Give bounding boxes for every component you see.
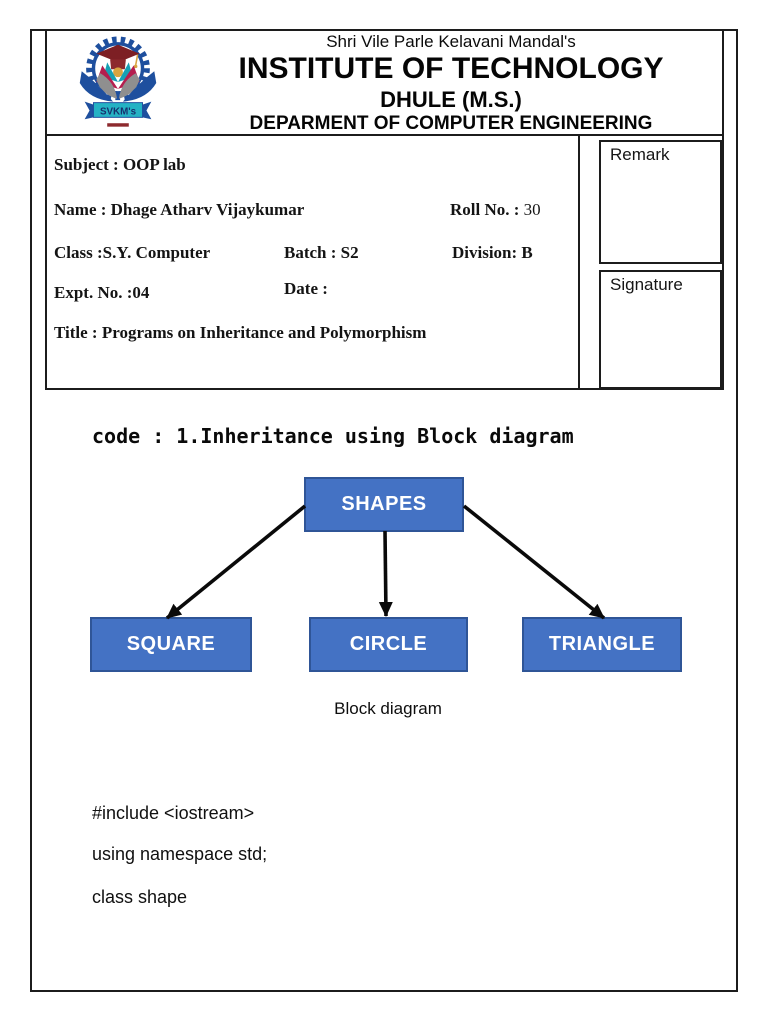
code-heading: code : 1.Inheritance using Block diagram <box>92 424 574 448</box>
field-roll: Roll No. : 30 <box>450 201 541 218</box>
code-line-namespace: using namespace std; <box>92 844 268 864</box>
field-expt: Expt. No. :04 <box>54 283 150 302</box>
shape-box-circle: CIRCLE <box>309 617 468 672</box>
institute-header: Shri Vile Parle Kelavani Mandal's INSTIT… <box>180 31 722 135</box>
field-subject: Subject : OOP lab <box>54 155 186 174</box>
field-name: Name : Dhage Atharv Vijaykumar <box>54 200 305 219</box>
roll-label: Roll No. : <box>450 200 524 219</box>
signature-box: Signature <box>599 270 722 389</box>
svkm-banner: SVKM's <box>84 101 152 127</box>
graduation-cap-icon <box>96 44 140 78</box>
field-division: Division: B <box>452 243 533 262</box>
field-date: Date : <box>284 279 328 298</box>
institute-logo: SVKM's <box>79 36 157 127</box>
society-name: Shri Vile Parle Kelavani Mandal's <box>326 32 576 51</box>
signature-label: Signature <box>610 275 683 294</box>
code-line-class: class shape <box>92 887 188 907</box>
field-title: Title : Programs on Inheritance and Poly… <box>54 323 427 342</box>
field-class: Class :S.Y. Computer <box>54 243 211 262</box>
logo-sub-mark <box>107 123 129 127</box>
institute-name: INSTITUTE OF TECHNOLOGY <box>238 52 664 85</box>
roll-value: 30 <box>523 200 541 219</box>
lotus-petals-icon <box>79 62 157 102</box>
diagram-caption: Block diagram <box>334 699 442 718</box>
shape-box-triangle: TRIANGLE <box>522 617 682 672</box>
institute-city: DHULE (M.S.) <box>380 87 522 112</box>
field-batch: Batch : S2 <box>284 243 359 262</box>
svkm-banner-text: SVKM's <box>100 106 137 117</box>
gear-icon <box>86 36 150 101</box>
shape-box-shapes: SHAPES <box>304 477 464 532</box>
remark-label: Remark <box>610 145 670 164</box>
remark-box: Remark <box>599 140 722 264</box>
shape-box-square: SQUARE <box>90 617 252 672</box>
department-name: DEPARMENT OF COMPUTER ENGINEERING <box>249 113 653 134</box>
header-row-divider <box>45 134 724 136</box>
code-line-include: #include <iostream> <box>92 803 255 823</box>
details-right-divider <box>578 134 580 390</box>
report-header-table <box>45 29 724 390</box>
